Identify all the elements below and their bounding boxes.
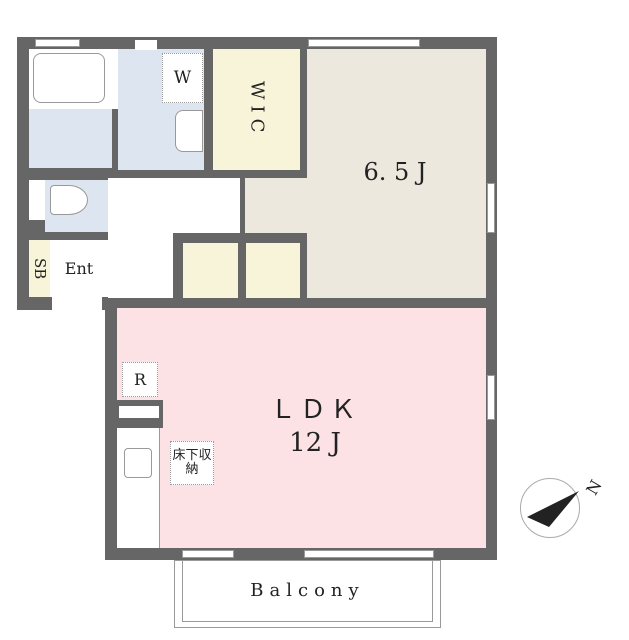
balcony-rail	[174, 560, 441, 628]
sink	[175, 110, 203, 152]
walk-in-closet: WIC	[213, 49, 300, 170]
underfloor-storage: 床下収納	[170, 441, 214, 485]
bedroom	[307, 49, 486, 298]
window	[308, 39, 420, 47]
closet-wall-left	[173, 233, 183, 298]
bathtub-area	[29, 49, 122, 109]
vent-hatch	[119, 406, 159, 418]
north-label: N	[582, 476, 606, 499]
front-door-opening	[52, 297, 102, 310]
entrance: Ent	[50, 240, 108, 297]
bedroom-ext	[245, 178, 315, 233]
window	[304, 550, 434, 558]
compass	[520, 478, 580, 538]
refrigerator-space: R	[122, 362, 158, 397]
kitchen-counter	[117, 428, 160, 548]
ldk-size: 12 J	[289, 427, 341, 458]
shoe-box: SB	[29, 240, 50, 297]
washing-machine-space: W	[162, 53, 203, 103]
bathtub	[33, 53, 105, 103]
stove	[124, 448, 152, 478]
window	[487, 375, 495, 420]
hall-opening	[108, 178, 120, 298]
north-arrow-icon	[527, 491, 579, 527]
closet-1	[183, 243, 238, 298]
balcony: Balcony	[182, 560, 433, 622]
bedroom-label: 6. 5 J	[363, 158, 427, 187]
toilet	[50, 185, 88, 215]
ldk-label: ＬＤＫ	[269, 394, 360, 425]
ldk	[117, 308, 486, 548]
closet-divider	[238, 233, 246, 298]
window	[35, 39, 80, 47]
door-opening	[135, 40, 157, 50]
window	[182, 550, 234, 558]
window	[487, 183, 495, 233]
closet-2	[246, 243, 300, 298]
bathroom	[29, 109, 112, 168]
toilet-tank-area	[29, 180, 45, 220]
